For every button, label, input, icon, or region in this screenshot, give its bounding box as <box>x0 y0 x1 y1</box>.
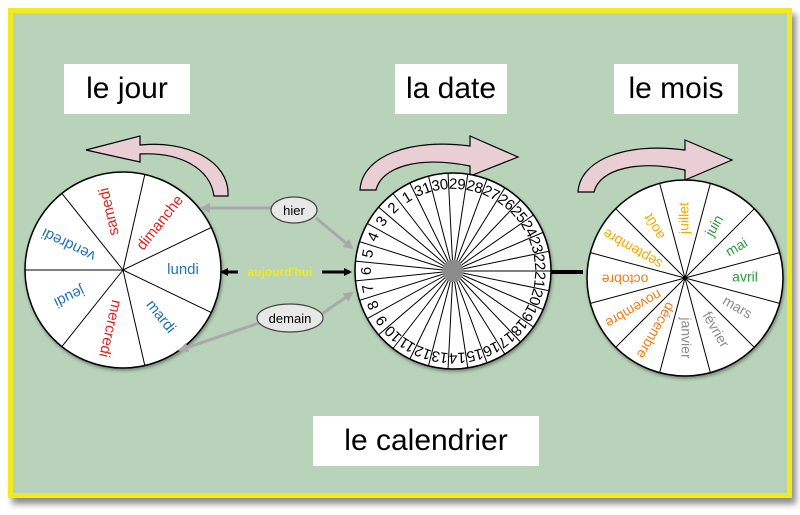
aujourdhui-label: aujourd'hui <box>248 265 313 279</box>
today-label-group: aujourd'hui <box>248 265 313 279</box>
date-label: 7 <box>359 283 377 295</box>
month-spoke <box>684 277 780 304</box>
date-label: 14 <box>449 349 467 367</box>
date-spoke <box>427 270 454 366</box>
date-label: 24 <box>517 218 540 241</box>
day-spoke <box>61 193 124 271</box>
date-spoke <box>452 174 469 272</box>
date-spoke <box>355 260 454 272</box>
title-la-date: la date <box>395 64 507 114</box>
month-label: octobre <box>601 271 648 287</box>
day-spoke <box>122 269 146 366</box>
date-label: 21 <box>530 271 549 289</box>
date-label: 6 <box>358 267 375 275</box>
date-spoke <box>452 199 521 272</box>
date-label: 17 <box>494 328 518 352</box>
date-spoke <box>447 270 454 369</box>
date-wheel-hub <box>442 260 464 282</box>
month-label: juillet <box>676 202 692 235</box>
date-spoke <box>452 270 521 343</box>
date-spoke <box>452 270 488 364</box>
month-spoke <box>684 277 711 373</box>
date-spoke <box>452 178 488 272</box>
month-spoke <box>684 277 755 348</box>
date-spoke <box>427 176 454 272</box>
date-spoke <box>367 223 454 272</box>
month-spoke <box>684 208 755 279</box>
month-spoke <box>590 277 686 304</box>
date-spoke <box>378 270 454 336</box>
date-spoke <box>359 241 454 272</box>
date-label: 5 <box>359 248 377 260</box>
date-spoke <box>367 270 454 319</box>
demain-label: demain <box>269 311 312 326</box>
rotate-arrow-day <box>85 135 229 197</box>
title-le-calendrier: le calendrier <box>313 416 539 466</box>
month-spoke <box>615 277 686 348</box>
date-label: 23 <box>525 235 546 256</box>
date-label: 27 <box>480 182 502 205</box>
date-spoke <box>359 270 454 301</box>
day-spoke <box>61 269 124 347</box>
date-label: 13 <box>430 347 449 366</box>
date-spoke <box>452 270 469 368</box>
month-spoke <box>590 252 686 279</box>
month-spoke <box>615 208 686 279</box>
date-spoke <box>447 173 454 272</box>
date-spoke <box>409 270 454 360</box>
day-spoke <box>122 174 146 271</box>
date-spoke <box>378 206 454 272</box>
month-spoke <box>684 183 711 279</box>
day-spoke <box>122 269 212 313</box>
date-label: 26 <box>494 191 518 215</box>
date-label: 31 <box>412 179 434 201</box>
date-spoke <box>355 270 454 282</box>
date-spoke <box>452 250 550 272</box>
title-le-mois: le mois <box>614 64 738 114</box>
date-label: 28 <box>464 177 484 198</box>
date-label: 30 <box>430 176 449 195</box>
date-spoke <box>452 270 506 355</box>
month-spoke <box>659 183 686 279</box>
date-spoke <box>409 182 454 272</box>
month-spoke <box>659 277 686 373</box>
date-label: 15 <box>464 344 484 365</box>
day-label: lundi <box>167 261 199 278</box>
date-label: 11 <box>396 333 418 356</box>
rotate-arrow-date <box>359 135 520 191</box>
day-spoke <box>122 227 212 271</box>
hier-label: hier <box>283 203 305 218</box>
rotate-arrow-month <box>577 139 734 193</box>
month-spoke <box>684 252 780 279</box>
date-spoke <box>392 193 454 272</box>
date-spoke <box>452 270 544 311</box>
date-spoke <box>452 214 534 272</box>
month-label: janvier <box>678 316 694 359</box>
date-spoke <box>452 187 506 272</box>
date-spoke <box>452 270 534 328</box>
month-wheel[interactable]: avrilmarsfévrierjanvierdécembrenovembreo… <box>586 179 784 377</box>
title-le-jour: le jour <box>64 64 190 114</box>
date-label: 19 <box>517 302 540 325</box>
date-label: 20 <box>525 286 546 307</box>
date-spoke <box>452 231 544 272</box>
date-spoke <box>392 270 454 349</box>
demain-bubble: demain <box>256 303 324 333</box>
date-label: 16 <box>480 337 502 360</box>
hier-bubble: hier <box>270 196 318 224</box>
month-label: avril <box>732 269 758 285</box>
date-spoke <box>452 270 550 292</box>
date-label: 22 <box>530 253 549 271</box>
date-label: 12 <box>412 341 434 363</box>
date-label: 29 <box>449 176 467 194</box>
